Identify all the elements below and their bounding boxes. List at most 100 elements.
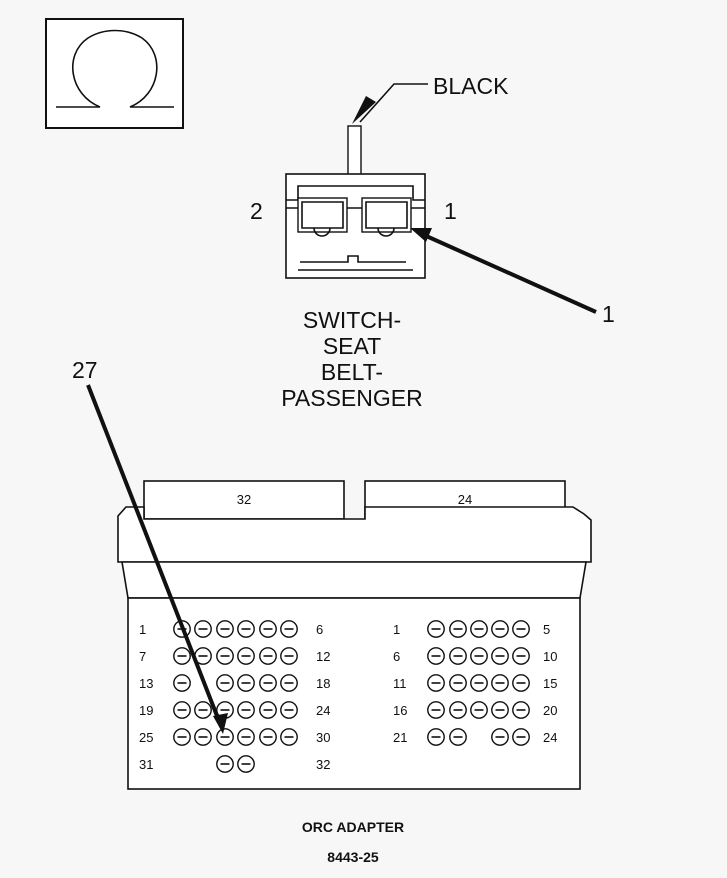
pin-socket	[280, 701, 298, 719]
left-row-3-start: 13	[139, 676, 153, 691]
left-row-6-start: 31	[139, 757, 153, 772]
pin-socket	[237, 620, 255, 638]
right-row-3-start: 11	[393, 676, 407, 691]
pin-socket	[512, 647, 530, 665]
pin-socket	[470, 647, 488, 665]
right-row-4-end: 20	[543, 703, 557, 718]
terminal-cavity-1	[361, 197, 412, 237]
callout-1-label: 1	[602, 301, 615, 327]
left-row-5-end: 30	[316, 730, 330, 745]
pin-socket	[427, 728, 445, 746]
left-row-1-end: 6	[316, 622, 323, 637]
pin-socket	[237, 701, 255, 719]
seat-belt-switch-connector: 2 1	[250, 173, 457, 279]
black-wire: BLACK	[347, 73, 509, 181]
pin-socket	[427, 674, 445, 692]
pin-socket	[216, 620, 234, 638]
pin-socket	[259, 647, 277, 665]
switch-name-line-1: SWITCH-	[303, 307, 401, 333]
pin-socket	[449, 728, 467, 746]
right-row-4-start: 16	[393, 703, 407, 718]
pin-socket	[216, 755, 234, 773]
pin-socket	[427, 647, 445, 665]
wire-color-label: BLACK	[433, 73, 509, 99]
left-pin-block: 1 6 7 12 13 18 19 24 25 30 31 32	[139, 622, 330, 772]
left-row-2-start: 7	[139, 649, 146, 664]
pin-socket	[512, 620, 530, 638]
pin-socket	[216, 647, 234, 665]
pin-socket	[173, 647, 191, 665]
callout-1-arrow: 1	[410, 228, 615, 327]
right-pin-block: 1 5 6 10 11 15 16 20 21 24	[393, 622, 557, 745]
right-row-1-start: 1	[393, 622, 400, 637]
pin-socket	[280, 620, 298, 638]
left-row-2-end: 12	[316, 649, 330, 664]
pin-socket	[173, 728, 191, 746]
switch-pin-2-label: 2	[250, 198, 263, 224]
terminal-cavity-2	[297, 197, 348, 237]
header-24-label: 24	[458, 492, 472, 507]
pin-socket	[216, 728, 234, 746]
pin-socket	[259, 701, 277, 719]
pin-socket	[427, 701, 445, 719]
switch-name: SWITCH- SEAT BELT- PASSENGER	[281, 307, 422, 411]
right-row-5-end: 24	[543, 730, 557, 745]
left-row-6-end: 32	[316, 757, 330, 772]
figure-id-caption: 8443-25	[327, 849, 379, 865]
pin-socket	[280, 728, 298, 746]
pin-socket	[470, 620, 488, 638]
pin-socket	[449, 701, 467, 719]
pin-socket	[194, 728, 212, 746]
switch-name-line-4: PASSENGER	[281, 385, 422, 411]
pin-socket	[259, 728, 277, 746]
pin-socket	[427, 620, 445, 638]
omega-view-icon	[45, 18, 184, 129]
pin-socket	[237, 728, 255, 746]
right-row-2-start: 6	[393, 649, 400, 664]
pin-socket	[259, 620, 277, 638]
right-row-3-end: 15	[543, 676, 557, 691]
pin-socket	[449, 647, 467, 665]
pin-socket	[173, 674, 191, 692]
pin-socket	[491, 728, 509, 746]
pin-socket	[491, 647, 509, 665]
pin-socket	[470, 701, 488, 719]
pin-socket	[237, 647, 255, 665]
pin-socket	[194, 701, 212, 719]
left-row-4-end: 24	[316, 703, 330, 718]
pin-socket	[491, 674, 509, 692]
pin-socket	[280, 674, 298, 692]
pin-socket	[173, 701, 191, 719]
switch-name-line-2: SEAT	[323, 333, 381, 359]
pin-socket	[491, 620, 509, 638]
pin-socket	[280, 647, 298, 665]
pin-socket	[216, 674, 234, 692]
pin-socket	[194, 620, 212, 638]
wire-label-arrowhead	[352, 96, 376, 124]
pin-sockets	[173, 620, 530, 773]
pin-socket	[237, 755, 255, 773]
pin-socket	[237, 674, 255, 692]
left-row-1-start: 1	[139, 622, 146, 637]
pin-socket	[259, 674, 277, 692]
left-row-5-start: 25	[139, 730, 153, 745]
header-32-label: 32	[237, 492, 251, 507]
switch-name-line-3: BELT-	[321, 359, 383, 385]
pin-socket	[470, 674, 488, 692]
pin-socket	[512, 701, 530, 719]
pin-socket	[512, 674, 530, 692]
adapter-name-caption: ORC ADAPTER	[302, 819, 404, 835]
left-row-3-end: 18	[316, 676, 330, 691]
pin-socket	[491, 701, 509, 719]
switch-pin-1-label: 1	[444, 198, 457, 224]
left-row-4-start: 19	[139, 703, 153, 718]
right-row-1-end: 5	[543, 622, 550, 637]
pin-socket	[449, 674, 467, 692]
pin-socket	[512, 728, 530, 746]
callout-27-label: 27	[72, 357, 98, 383]
right-row-2-end: 10	[543, 649, 557, 664]
pin-socket	[449, 620, 467, 638]
callout-27-arrow: 27	[72, 357, 228, 734]
right-row-5-start: 21	[393, 730, 407, 745]
